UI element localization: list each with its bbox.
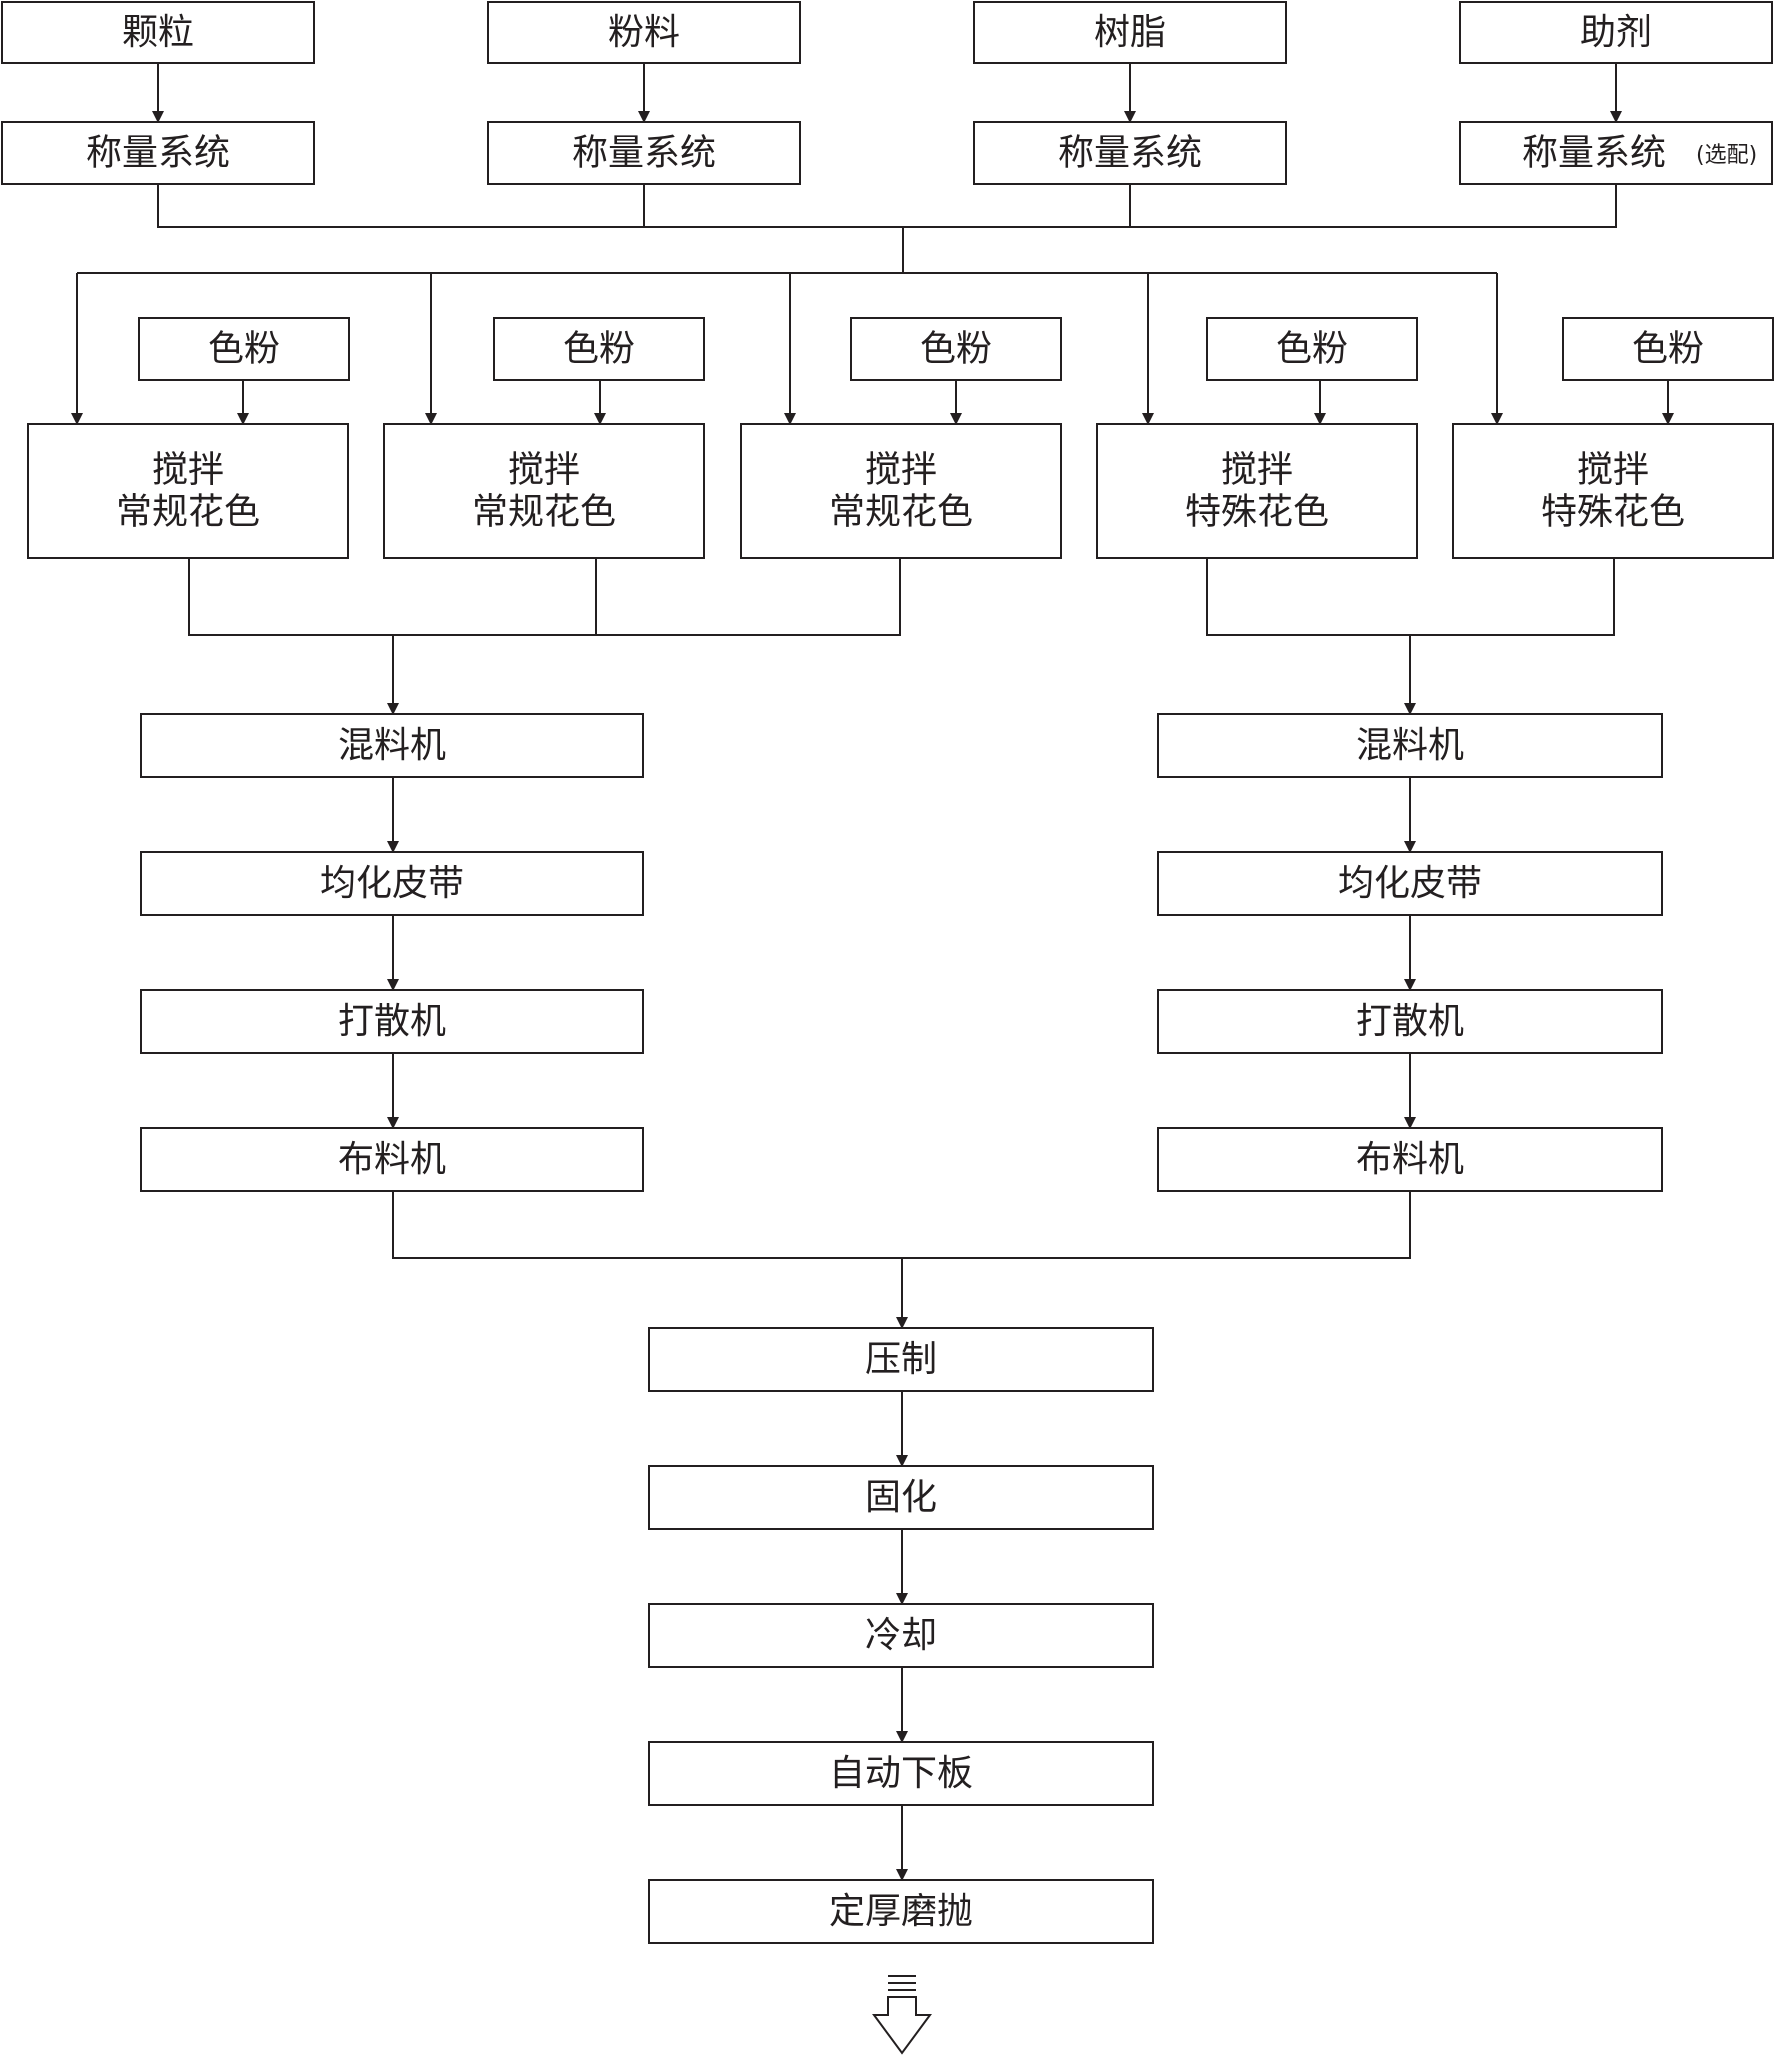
raw-input-box-4-label: 助剂	[1580, 12, 1652, 53]
right-line-box-2: 均化皮带	[1157, 851, 1663, 916]
pigment-box-3-label: 色粉	[920, 329, 992, 370]
left-line-box-4-label: 布料机	[338, 1139, 446, 1180]
raw-input-box-1-label: 颗粒	[122, 12, 194, 53]
left-line-box-3-label: 打散机	[338, 1001, 446, 1042]
right-line-box-4: 布料机	[1157, 1127, 1663, 1192]
pigment-box-4: 色粉	[1206, 317, 1418, 381]
merge-collector	[392, 1191, 1411, 1259]
raw-input-box-2-label: 粉料	[608, 12, 680, 53]
main-line-box-3: 冷却	[648, 1603, 1154, 1668]
weighing-box-4: 称量系统 (选配)	[1459, 121, 1773, 185]
left-line-box-2: 均化皮带	[140, 851, 644, 916]
right-line-box-1: 混料机	[1157, 713, 1663, 778]
continuation-arrow-icon	[872, 1975, 932, 2055]
right-line-box-4-label: 布料机	[1356, 1139, 1464, 1180]
left-line-box-2-label: 均化皮带	[320, 863, 464, 904]
stirring-box-5-label-2: 特殊花色	[1541, 492, 1685, 533]
stirring-box-4-label-1: 搅拌	[1221, 449, 1293, 490]
main-line-box-1: 压制	[648, 1327, 1154, 1392]
stirring-box-3-label-1: 搅拌	[865, 449, 937, 490]
left-line-box-1: 混料机	[140, 713, 644, 778]
main-line-box-2-label: 固化	[865, 1477, 937, 1518]
pigment-box-2: 色粉	[493, 317, 705, 381]
raw-input-box-1: 颗粒	[1, 1, 315, 64]
right-line-box-3-label: 打散机	[1356, 1001, 1464, 1042]
weighing-box-3-label: 称量系统	[1058, 133, 1202, 174]
pigment-box-5: 色粉	[1562, 317, 1774, 381]
pigment-box-4-label: 色粉	[1276, 329, 1348, 370]
stirring-box-1-label-2: 常规花色	[116, 492, 260, 533]
main-line-box-1-label: 压制	[865, 1339, 937, 1380]
left-line-box-4: 布料机	[140, 1127, 644, 1192]
left-line-box-1-label: 混料机	[338, 725, 446, 766]
main-line-box-5-label: 定厚磨抛	[829, 1891, 973, 1932]
right-line-box-1-label: 混料机	[1356, 725, 1464, 766]
pigment-box-3: 色粉	[850, 317, 1062, 381]
raw-input-box-3: 树脂	[973, 1, 1287, 64]
stirring-box-1-label-1: 搅拌	[152, 449, 224, 490]
weighing-collector	[157, 184, 1617, 228]
weighing-box-2: 称量系统	[487, 121, 801, 185]
raw-input-box-2: 粉料	[487, 1, 801, 64]
main-line-box-2: 固化	[648, 1465, 1154, 1530]
weighing-box-3: 称量系统	[973, 121, 1287, 185]
stirring-box-5-label-1: 搅拌	[1577, 449, 1649, 490]
right-line-box-2-label: 均化皮带	[1338, 863, 1482, 904]
stirring-box-2-label-2: 常规花色	[472, 492, 616, 533]
stirring-box-3-label-2: 常规花色	[829, 492, 973, 533]
weighing-box-4-label: 称量系统	[1522, 133, 1666, 174]
right-line-box-3: 打散机	[1157, 989, 1663, 1054]
pigment-box-5-label: 色粉	[1632, 329, 1704, 370]
right-mixer-collector	[1206, 558, 1615, 636]
stirring-box-2-label-1: 搅拌	[508, 449, 580, 490]
main-line-box-4: 自动下板	[648, 1741, 1154, 1806]
weighing-box-2-label: 称量系统	[572, 133, 716, 174]
main-line-box-4-label: 自动下板	[829, 1753, 973, 1794]
pigment-box-1-label: 色粉	[208, 329, 280, 370]
stirring-box-4-label-2: 特殊花色	[1185, 492, 1329, 533]
left-mixer-collector	[188, 558, 901, 636]
weighing-optional-note: (选配)	[1696, 143, 1757, 168]
main-line-box-5: 定厚磨抛	[648, 1879, 1154, 1944]
weighing-box-1-label: 称量系统	[86, 133, 230, 174]
pigment-box-1: 色粉	[138, 317, 350, 381]
left-line-box-3: 打散机	[140, 989, 644, 1054]
weighing-box-1: 称量系统	[1, 121, 315, 185]
pigment-box-2-label: 色粉	[563, 329, 635, 370]
raw-input-box-4: 助剂	[1459, 1, 1773, 64]
main-line-box-3-label: 冷却	[865, 1615, 937, 1656]
raw-input-box-3-label: 树脂	[1094, 12, 1166, 53]
connector-lines	[71, 63, 1674, 1881]
